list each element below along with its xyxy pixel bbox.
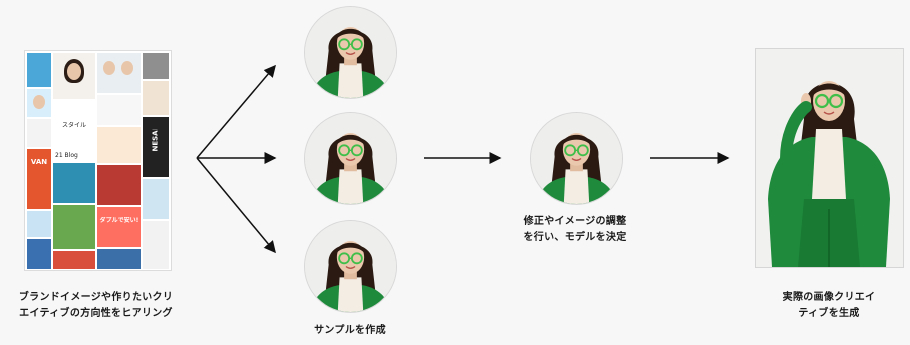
caption-line: エイティブの方向性をヒアリング bbox=[19, 308, 173, 319]
caption-line: を行い、モデルを決定 bbox=[523, 232, 627, 243]
sample-portrait-3 bbox=[304, 220, 397, 313]
step-hearing-caption: ブランドイメージや作りたいクリ エイティブの方向性をヒアリング bbox=[4, 290, 188, 322]
final-creative-image bbox=[755, 48, 904, 268]
sample-portrait-1 bbox=[304, 6, 397, 99]
collage-tile-text: VAN bbox=[30, 159, 48, 166]
step-samples-caption: サンプルを作成 bbox=[280, 323, 420, 339]
collage-tile-text: 21 Blog bbox=[55, 152, 78, 159]
brand-collage-image: VAN スタイル 21 Blog ダブルで安い! bbox=[24, 50, 172, 271]
adjusted-model-portrait bbox=[530, 112, 623, 205]
caption-line: ブランドイメージや作りたいクリ bbox=[18, 292, 174, 303]
collage-tile-text: スタイル bbox=[61, 122, 86, 129]
caption-line: サンプルを作成 bbox=[314, 325, 386, 336]
step-final-caption: 実際の画像クリエイ ティブを生成 bbox=[750, 290, 908, 322]
caption-line: 修正やイメージの調整 bbox=[523, 216, 627, 227]
step-adjust-caption: 修正やイメージの調整 を行い、モデルを決定 bbox=[500, 214, 650, 246]
arrow-icon bbox=[196, 157, 276, 254]
caption-line: 実際の画像クリエイ bbox=[782, 292, 876, 303]
caption-line: ティブを生成 bbox=[798, 308, 860, 319]
collage-tile-text: ダブルで安い! bbox=[99, 217, 139, 224]
sample-portrait-2 bbox=[304, 112, 397, 205]
arrow-icon bbox=[196, 64, 276, 159]
